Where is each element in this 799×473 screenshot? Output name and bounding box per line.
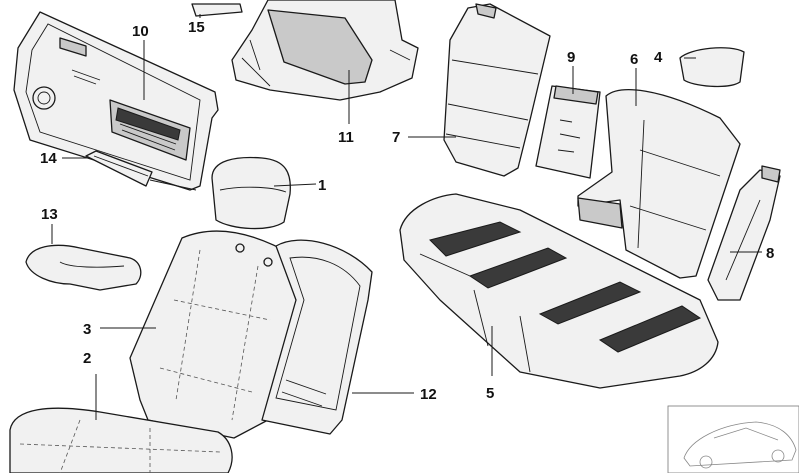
callout-labels: 1 2 3 4 5 6 7 8 9 10 11 12 13 14 15 [40,19,774,403]
callout-4: 4 [654,49,663,66]
callout-11: 11 [338,129,354,146]
part-11-rear-side-trim [231,0,419,101]
callout-7: 7 [392,129,400,146]
callout-8: 8 [766,245,774,262]
part-7-rear-backrest-left [443,3,551,177]
callout-1: 1 [318,177,326,194]
part-14-armrest-pad [85,150,153,187]
callout-13: 13 [41,206,58,223]
part-12-backrest-frame [261,239,373,435]
part-6-rear-backrest-right [577,89,741,279]
part-8-side-bolster [707,165,781,301]
callout-5: 5 [486,385,494,402]
callout-15: 15 [188,19,205,36]
callout-6: 6 [630,51,638,68]
part-10-door-trim-panel [13,11,219,191]
part-4-rear-headrest [679,47,745,88]
vehicle-reference-thumbnail [667,405,799,473]
part-1-front-headrest [211,156,291,230]
callout-9: 9 [567,49,575,66]
part-5-rear-seat-cushion [399,193,719,389]
callout-2: 2 [83,350,91,367]
callout-14: 14 [40,150,57,167]
leader-lines [51,14,762,420]
callout-12: 12 [420,386,437,403]
part-3-front-backrest [129,230,307,439]
part-15-trim-strip [191,3,243,17]
leader-1 [273,183,317,187]
part-13-cushion-cover [25,244,142,291]
part-2-front-seat-cushion [9,407,233,473]
part-9-seat-panel [535,85,601,179]
callout-10: 10 [132,23,149,40]
callout-3: 3 [83,321,91,338]
